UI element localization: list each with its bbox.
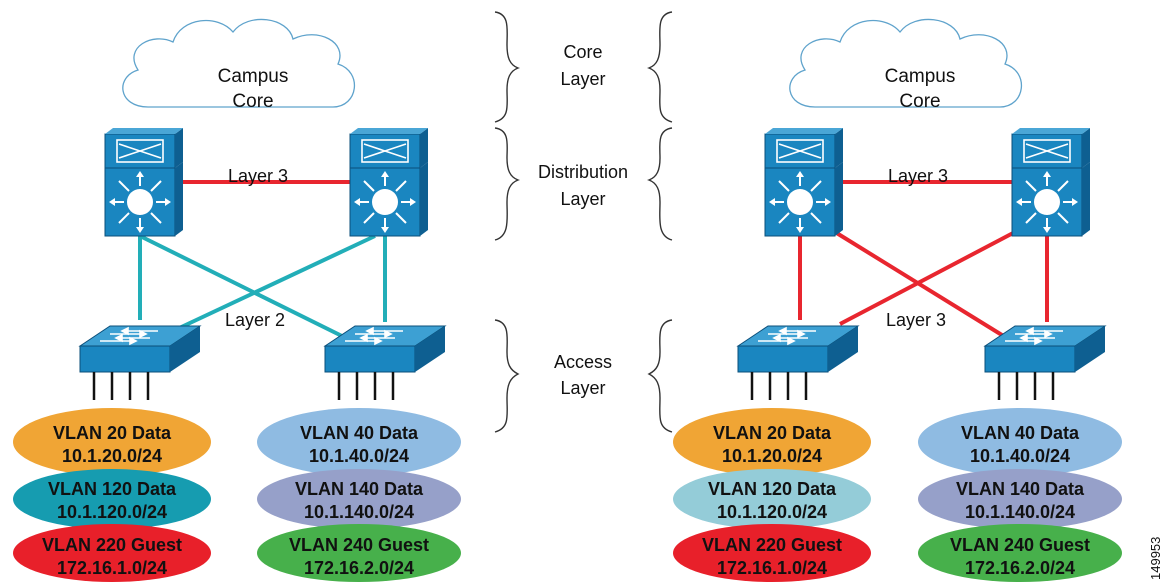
vlan-subnet: 10.1.40.0/24 bbox=[309, 446, 409, 466]
distribution-brace-right bbox=[647, 127, 673, 241]
vlan-ellipse bbox=[918, 524, 1122, 582]
access-switch-left-1 bbox=[78, 324, 202, 402]
access-switch-right-1 bbox=[736, 324, 860, 402]
vlan-stack-right-2: VLAN 40 Data 10.1.40.0/24 VLAN 140 Data … bbox=[918, 408, 1122, 582]
vlan-ellipse bbox=[673, 524, 871, 582]
vlan-stack-left-1: VLAN 20 Data 10.1.20.0/24 VLAN 120 Data … bbox=[13, 408, 211, 582]
distribution-switch-right-1 bbox=[764, 127, 844, 237]
vlan-subnet: 10.1.40.0/24 bbox=[970, 446, 1070, 466]
vlan-name: VLAN 20 Data bbox=[53, 423, 172, 443]
distribution-switch-left-1 bbox=[104, 127, 184, 237]
vlan-ellipse bbox=[13, 408, 211, 476]
access-link-label: Layer 2 bbox=[225, 310, 285, 330]
campus-core-cloud: Campus Core bbox=[789, 18, 1023, 112]
vlan-subnet: 10.1.140.0/24 bbox=[965, 502, 1075, 522]
vlan-name: VLAN 40 Data bbox=[300, 423, 419, 443]
left-topology: Campus Core Layer 3 Layer 2 VLAN 20 Data… bbox=[13, 18, 461, 582]
cloud-label-line-1: Campus bbox=[885, 66, 956, 87]
vlan-subnet: 10.1.20.0/24 bbox=[62, 446, 162, 466]
cross-uplink-dist2-access1 bbox=[839, 230, 1016, 326]
right-topology: Campus Core Layer 3 Layer 3 VLAN 20 Data… bbox=[673, 18, 1122, 582]
core-layer-label-line-1: Core bbox=[563, 42, 602, 62]
vlan-ellipse bbox=[918, 408, 1122, 476]
distribution-switch-left-2 bbox=[349, 127, 429, 237]
vlan-stack-right-1: VLAN 20 Data 10.1.20.0/24 VLAN 120 Data … bbox=[673, 408, 871, 582]
access-brace-left bbox=[494, 319, 520, 433]
campus-core-cloud: Campus Core bbox=[122, 18, 356, 112]
core-brace-right bbox=[647, 11, 673, 123]
vlan-subnet: 10.1.20.0/24 bbox=[722, 446, 822, 466]
vlan-name: VLAN 120 Data bbox=[708, 479, 837, 499]
vlan-ellipse bbox=[13, 524, 211, 582]
vlan-name: VLAN 40 Data bbox=[961, 423, 1080, 443]
vlan-name: VLAN 220 Guest bbox=[702, 535, 842, 555]
vlan-name: VLAN 140 Data bbox=[956, 479, 1085, 499]
access-layer-label-line-2: Layer bbox=[560, 378, 605, 398]
core-brace-left bbox=[494, 11, 520, 123]
vlan-name: VLAN 240 Guest bbox=[950, 535, 1090, 555]
cross-uplink-dist1-access2 bbox=[833, 230, 1012, 342]
access-brace-right bbox=[647, 319, 673, 433]
vlan-name: VLAN 120 Data bbox=[48, 479, 177, 499]
vlan-subnet: 172.16.1.0/24 bbox=[57, 558, 167, 578]
cross-uplink-dist2-access1 bbox=[174, 234, 376, 332]
figure-id: 149953 bbox=[1148, 537, 1163, 580]
layer-annotations: Core Layer Distribution Layer Access Lay… bbox=[494, 11, 673, 433]
cloud-label-line-1: Campus bbox=[218, 66, 289, 87]
vlan-ellipse bbox=[673, 469, 871, 529]
vlan-name: VLAN 240 Guest bbox=[289, 535, 429, 555]
vlan-ellipse bbox=[673, 408, 871, 476]
vlan-ellipse bbox=[257, 408, 461, 476]
vlan-subnet: 10.1.120.0/24 bbox=[717, 502, 827, 522]
vlan-subnet: 10.1.120.0/24 bbox=[57, 502, 167, 522]
cloud-label-line-2: Core bbox=[232, 91, 273, 112]
access-switch-right-2 bbox=[983, 324, 1107, 402]
cross-uplink-dist1-access2 bbox=[139, 234, 351, 342]
vlan-subnet: 10.1.140.0/24 bbox=[304, 502, 414, 522]
vlan-name: VLAN 220 Guest bbox=[42, 535, 182, 555]
vlan-name: VLAN 20 Data bbox=[713, 423, 832, 443]
cloud-label-line-2: Core bbox=[899, 91, 940, 112]
vlan-ellipse bbox=[257, 469, 461, 529]
vlan-ellipse bbox=[257, 524, 461, 582]
vlan-name: VLAN 140 Data bbox=[295, 479, 424, 499]
access-link-label: Layer 3 bbox=[886, 310, 946, 330]
distribution-layer-label-line-1: Distribution bbox=[538, 162, 628, 182]
core-layer-label-line-2: Layer bbox=[560, 69, 605, 89]
access-switch-left-2 bbox=[323, 324, 447, 402]
vlan-subnet: 172.16.2.0/24 bbox=[304, 558, 414, 578]
vlan-ellipse bbox=[918, 469, 1122, 529]
vlan-subnet: 172.16.2.0/24 bbox=[965, 558, 1075, 578]
distribution-link-label: Layer 3 bbox=[888, 166, 948, 186]
access-layer-label-line-1: Access bbox=[554, 352, 612, 372]
distribution-layer-label-line-2: Layer bbox=[560, 189, 605, 209]
distribution-brace-left bbox=[494, 127, 520, 241]
distribution-link-label: Layer 3 bbox=[228, 166, 288, 186]
vlan-stack-left-2: VLAN 40 Data 10.1.40.0/24 VLAN 140 Data … bbox=[257, 408, 461, 582]
distribution-switch-right-2 bbox=[1011, 127, 1091, 237]
vlan-ellipse bbox=[13, 469, 211, 529]
vlan-subnet: 172.16.1.0/24 bbox=[717, 558, 827, 578]
